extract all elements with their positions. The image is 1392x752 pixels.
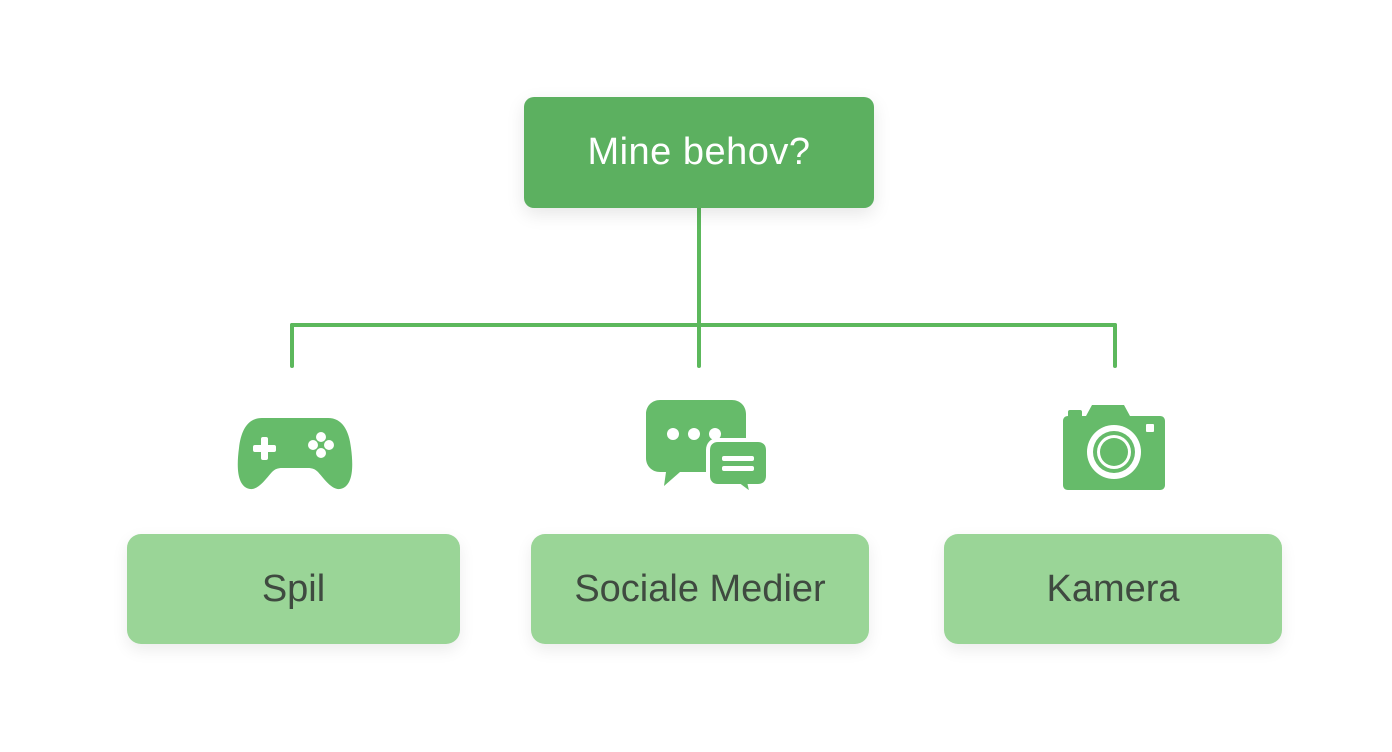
root-node: Mine behov? xyxy=(524,97,874,208)
camera-icon xyxy=(1063,405,1165,490)
gamepad-icon xyxy=(237,418,353,490)
child-label-spil: Spil xyxy=(261,567,326,610)
child-node-spil: Spil xyxy=(127,534,460,644)
root-label: Mine behov? xyxy=(587,131,811,173)
child-label-sociale-medier: Sociale Medier xyxy=(574,567,826,610)
child-label-kamera: Kamera xyxy=(1046,567,1180,610)
chat-bubbles-icon xyxy=(646,400,770,496)
child-node-kamera: Kamera xyxy=(944,534,1282,644)
child-node-sociale-medier: Sociale Medier xyxy=(531,534,869,644)
